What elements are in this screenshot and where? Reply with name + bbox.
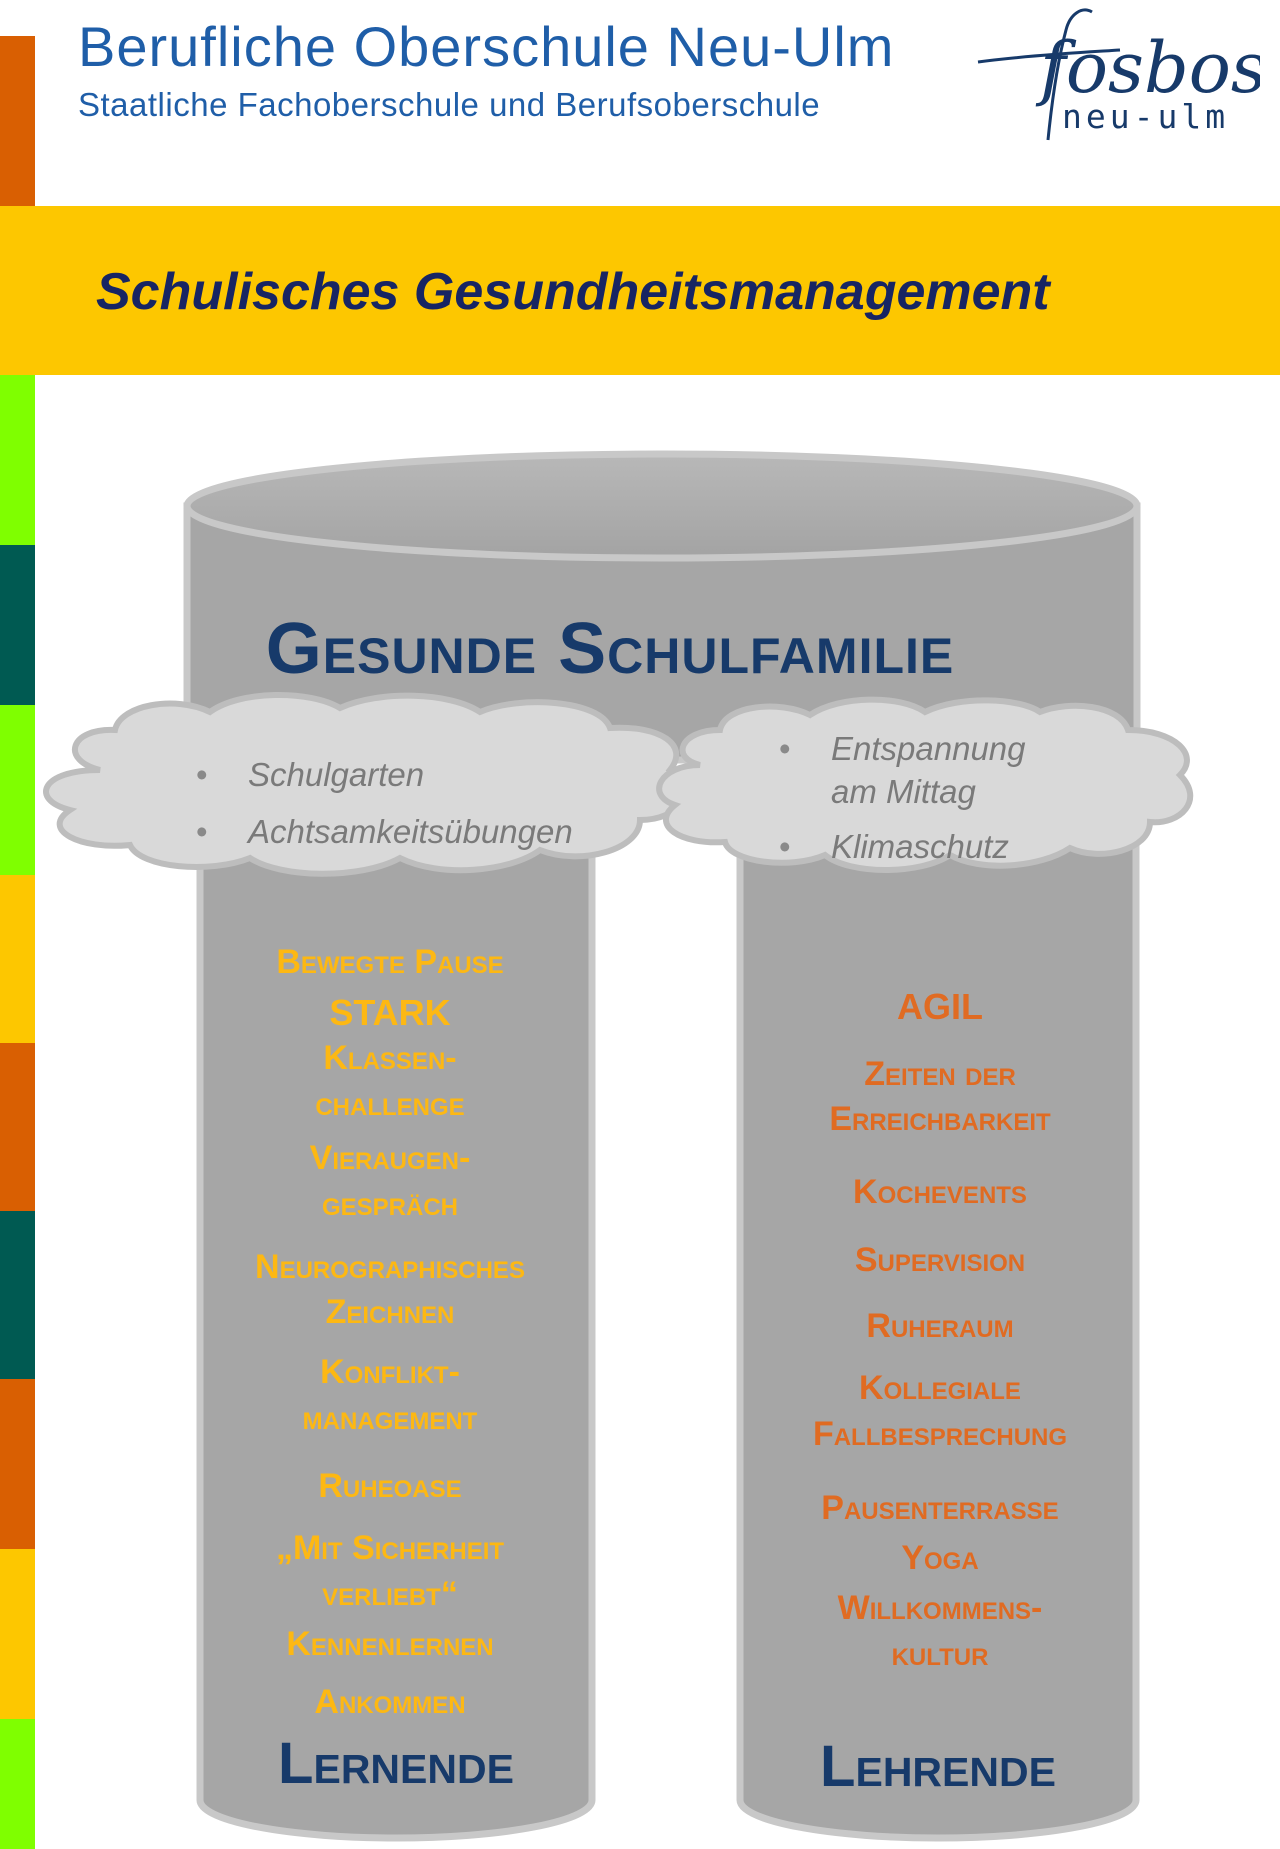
logo-text-sub: neu-ulm: [1062, 97, 1229, 136]
list-item: kultur: [891, 1635, 989, 1673]
list-item: Klassen-: [323, 1039, 457, 1077]
strip-segment: [0, 1549, 35, 1719]
list-item: Achtsamkeitsübungen: [196, 810, 573, 853]
list-item: Schulgarten: [196, 753, 573, 796]
list-item: „Mit Sicherheit: [275, 1529, 505, 1567]
strip-segment: [0, 0, 35, 36]
list-item: Konflikt-: [320, 1353, 460, 1391]
strip-segment: [0, 36, 35, 206]
strip-segment: [0, 705, 35, 875]
list-item: Kochevents: [853, 1173, 1027, 1211]
strip-segment: [0, 1211, 35, 1379]
banner: [0, 206, 1280, 375]
list-item: Erreichbarkeit: [829, 1100, 1051, 1138]
banner-title: Schulisches Gesundheitsmanagement: [96, 263, 1050, 321]
strip-segment: [0, 1043, 35, 1211]
left-pillar: [196, 836, 596, 1842]
list-item: Supervision: [854, 1241, 1026, 1279]
big-cylinder-top: [183, 450, 1141, 562]
list-item: Kennenlernen: [286, 1625, 494, 1663]
list-item: Zeichnen: [325, 1293, 455, 1331]
list-item: Willkommens-: [837, 1589, 1043, 1627]
list-item: Entspannung am Mittag: [779, 727, 1079, 813]
color-strip: [0, 0, 35, 1849]
list-item: challenge: [315, 1085, 465, 1123]
strip-segment: [0, 875, 35, 1043]
list-item: Kollegiale: [859, 1369, 1021, 1407]
list-item: verliebt“: [322, 1575, 458, 1613]
strip-segment: [0, 545, 35, 705]
strip-segment: [0, 1379, 35, 1549]
right-pillar: [736, 836, 1140, 1842]
list-item: gespräch: [321, 1185, 459, 1223]
school-subtitle: Staatliche Fachoberschule und Berufsober…: [78, 86, 821, 123]
list-item: STARK: [329, 992, 451, 1033]
list-item: Ankommen: [314, 1683, 466, 1721]
list-item: AGIL: [897, 986, 983, 1027]
list-item: Bewegte Pause: [276, 943, 504, 981]
school-title: Berufliche Oberschule Neu-Ulm: [78, 15, 895, 78]
logo-text-main: fosbos: [1035, 27, 1260, 109]
list-item: Neurographisches: [255, 1248, 525, 1286]
list-item: Pausenterrasse: [821, 1489, 1059, 1527]
left-pillar-label: Lernende: [278, 1731, 514, 1796]
diagram-title: Gesunde Schulfamilie: [265, 609, 955, 689]
list-item: Ruheraum: [866, 1307, 1014, 1345]
list-item: Zeiten der: [864, 1055, 1016, 1093]
list-item: Ruheoase: [318, 1467, 462, 1505]
list-item: Klimaschutz: [779, 825, 1079, 868]
right-cloud-list: Entspannung am Mittag Klimaschutz: [779, 727, 1079, 880]
left-cloud-list: Schulgarten Achtsamkeitsübungen: [196, 753, 573, 867]
list-item: Yoga: [901, 1539, 979, 1577]
strip-segment: [0, 1719, 35, 1849]
right-pillar-label: Lehrende: [820, 1734, 1056, 1799]
strip-segment: [0, 375, 35, 545]
list-item: Fallbesprechung: [812, 1415, 1068, 1453]
fosbos-logo: fosbos neu-ulm: [977, 8, 1260, 141]
list-item: Vieraugen-: [309, 1139, 471, 1177]
list-item: management: [302, 1399, 478, 1437]
